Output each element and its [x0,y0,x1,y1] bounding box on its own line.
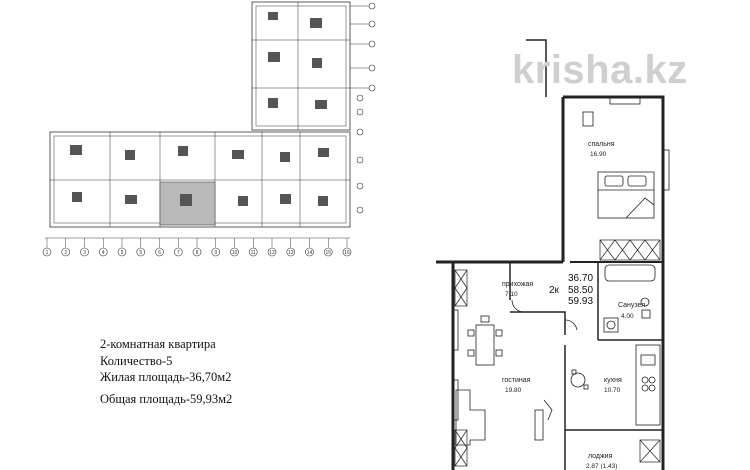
axis-label: 14 [307,250,313,256]
axis-label: 10 [232,250,238,256]
info-count: Количество-5 [100,353,173,368]
axis-label: 13 [288,250,294,256]
room-living-name: гостиная [502,377,531,384]
area-living: 36.70 [568,273,593,284]
room-loggia-name: лоджия [588,453,613,460]
axis-label: 1 [46,250,49,256]
room-hallway-area: 7.10 [505,291,518,298]
room-loggia-area: 2.87 (1.43) [586,463,617,470]
room-bedroom-area: 16.90 [590,151,607,158]
axis-label: 8 [196,250,199,256]
room-bathroom-area: 4.00 [621,313,634,320]
room-kitchen-name: кухня [604,377,622,384]
axis-label: 12 [269,250,275,256]
axis-label: 15 [325,250,331,256]
apartment-info: 2-комнатная квартира Количество-5 Жилая … [100,336,232,407]
info-living-area: Жилая площадь-36,70м2 [100,370,232,384]
axis-label: 16 [344,250,350,256]
axis-label: 6 [158,250,161,256]
room-bedroom-name: спальня [588,141,615,148]
axis-label: 3 [83,250,86,256]
room-kitchen-area: 10.70 [604,387,621,394]
info-title: 2-комнатная квартира [100,337,216,351]
axis-label: 5 [139,250,142,256]
axis-label: 5 [121,250,124,256]
room-hallway-name: прихожая [502,281,533,288]
axis-label: 7 [177,250,180,256]
room-living-area: 19.80 [505,387,522,394]
axis-label: 11 [251,250,256,256]
area-total-b: 59.93 [568,296,593,307]
area-total-a: 58.50 [568,285,593,296]
axis-label: 4 [102,250,105,256]
apartment-type: 2к [549,285,560,296]
axis-label: 9 [214,250,217,256]
info-total-area: Общая площадь-59,93м2 [100,391,233,406]
axis-label: 2 [64,250,67,256]
room-bathroom-name: Санузел [618,302,645,309]
watermark-logo: krisha.kz [512,48,688,92]
